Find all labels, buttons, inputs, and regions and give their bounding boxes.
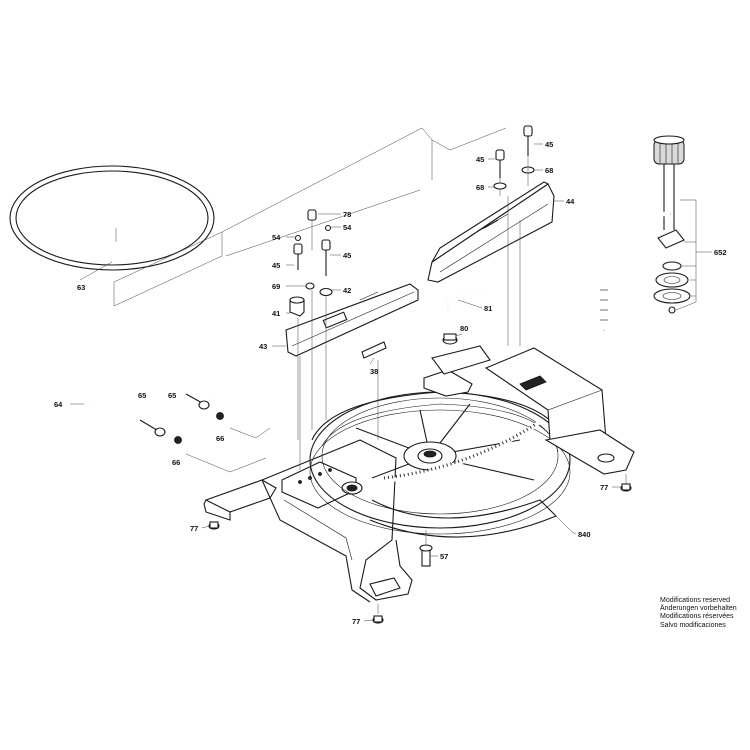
label-41: 41 — [272, 309, 280, 318]
label-43: 43 — [259, 342, 267, 351]
fence-screws-left — [289, 209, 333, 440]
guard-outline-frame — [113, 127, 507, 307]
label-45a: 45 — [272, 261, 280, 270]
label-54b: 54 — [343, 223, 352, 232]
carry-handle — [70, 358, 217, 448]
label-68a: 68 — [476, 183, 484, 192]
notice-line-fr: Modifications réservées — [660, 613, 734, 621]
label-65b: 65 — [168, 391, 176, 400]
label-77a: 77 — [190, 524, 198, 533]
label-652: 652 — [714, 248, 727, 257]
label-80: 80 — [460, 324, 468, 333]
handle-screws — [139, 393, 271, 473]
label-57: 57 — [440, 552, 448, 561]
bevel-lock-lever — [600, 135, 697, 331]
label-77c: 77 — [600, 483, 608, 492]
label-63: 63 — [77, 283, 85, 292]
label-66b: 66 — [172, 458, 180, 467]
label-840: 840 — [578, 530, 591, 539]
leader-lines — [201, 143, 712, 622]
label-38: 38 — [370, 367, 378, 376]
label-65a: 65 — [138, 391, 146, 400]
label-42: 42 — [343, 286, 351, 295]
label-78: 78 — [343, 210, 351, 219]
label-68b: 68 — [545, 166, 553, 175]
label-54a: 54 — [272, 233, 281, 242]
modifications-notice: Modifications reserved Änderungen vorbeh… — [660, 597, 737, 630]
label-66a: 66 — [216, 434, 224, 443]
fence-left — [285, 283, 419, 357]
fence-screws-right — [493, 125, 535, 196]
label-81: 81 — [484, 304, 492, 313]
drive-belt — [9, 165, 215, 281]
fence-right — [427, 181, 555, 283]
label-45c: 45 — [476, 155, 484, 164]
label-69: 69 — [272, 282, 280, 291]
notice-line-es: Salvo modificaciones — [660, 621, 726, 629]
label-44: 44 — [566, 197, 575, 206]
label-45b: 45 — [343, 251, 351, 260]
label-64: 64 — [54, 400, 63, 409]
notice-line-de: Änderungen vorbehalten — [660, 605, 737, 613]
saw-base — [203, 196, 635, 603]
label-plate — [361, 341, 387, 359]
notice-line-en: Modifications reserved — [660, 597, 731, 604]
hex-key — [442, 289, 481, 345]
label-45d: 45 — [545, 140, 553, 149]
part-labels: 63 64 65 65 66 66 78 54 54 45 45 69 42 4… — [54, 140, 727, 626]
label-77b: 77 — [352, 617, 360, 626]
feet-screws — [208, 474, 632, 624]
